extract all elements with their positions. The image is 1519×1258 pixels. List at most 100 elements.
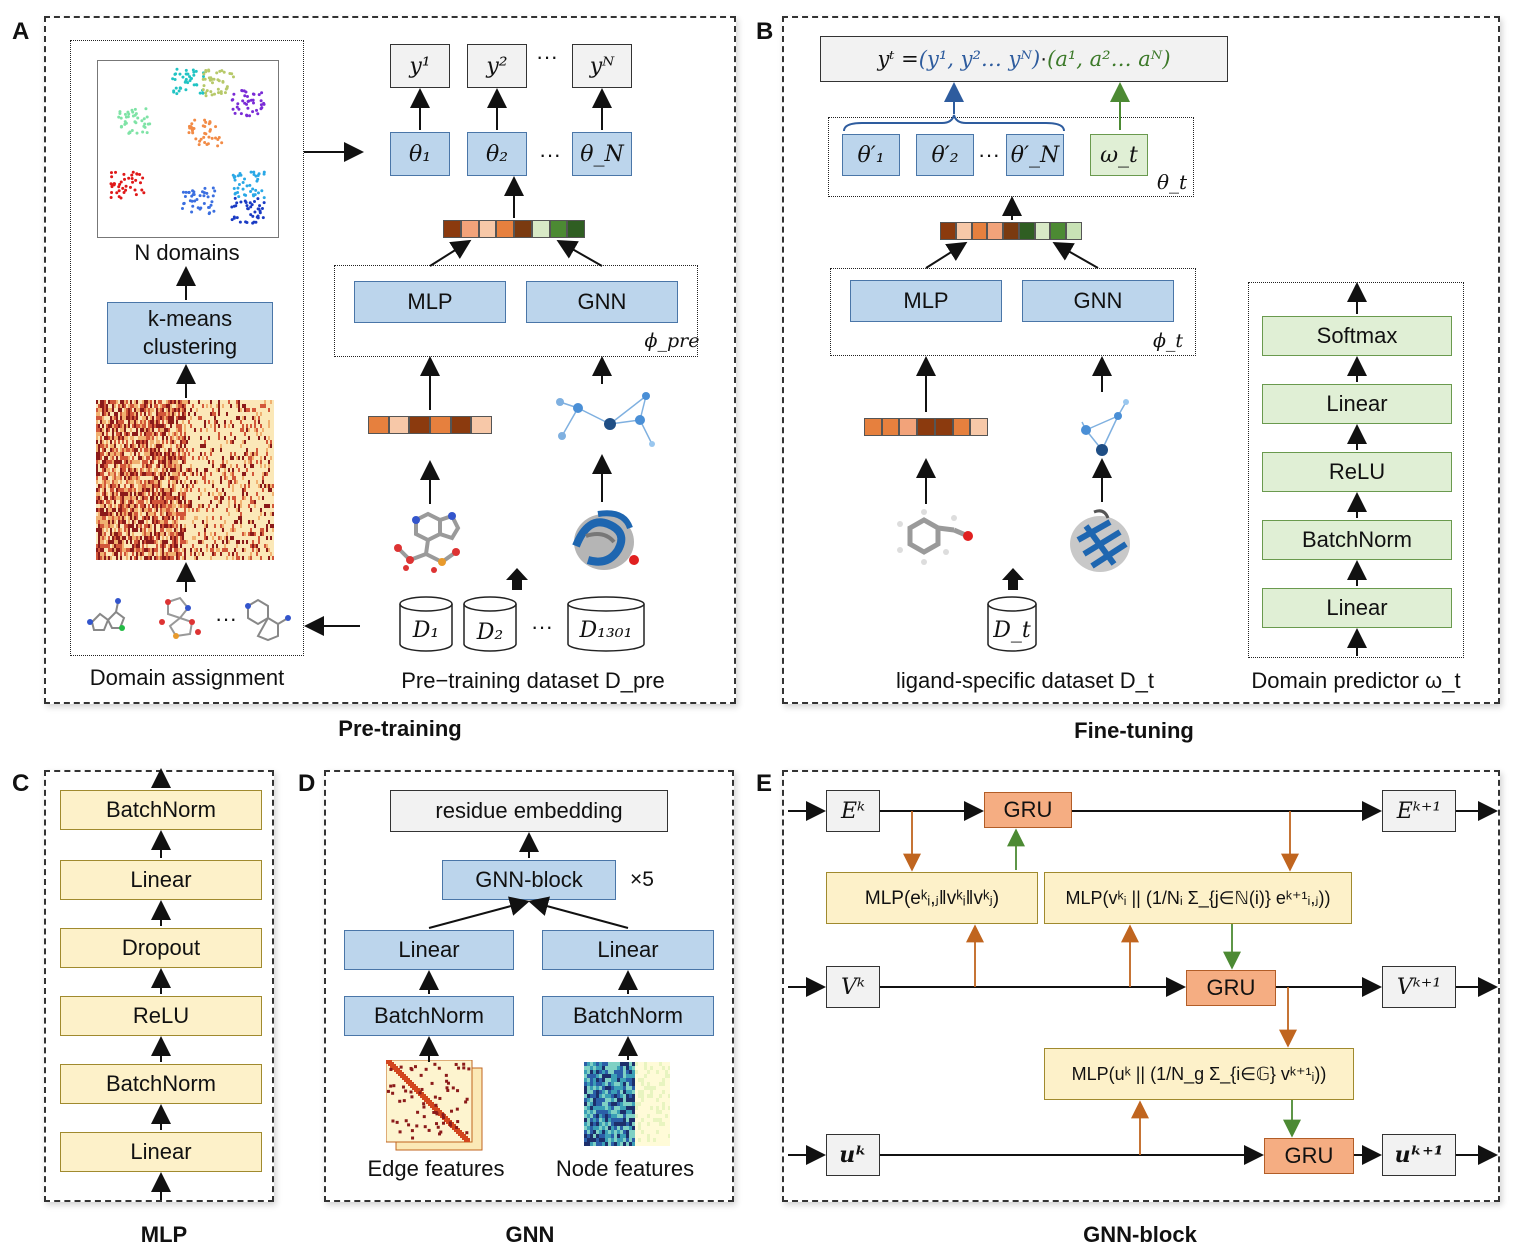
combined-embedding-a-cell xyxy=(443,220,461,238)
tsne-point xyxy=(198,207,202,211)
tsne-point xyxy=(236,102,240,106)
tsne-point xyxy=(112,183,116,187)
heatmap-cell xyxy=(214,524,216,528)
edge-map-cell xyxy=(441,1121,445,1125)
ellipsis-datasets: ··· xyxy=(531,614,553,639)
heatmap-cell xyxy=(138,484,140,488)
heatmap-cell xyxy=(152,520,154,524)
heatmap-cell xyxy=(106,408,108,412)
tsne-point xyxy=(133,120,137,124)
heatmap-cell xyxy=(136,428,138,432)
node-map-cell xyxy=(623,1122,626,1126)
heatmap-cell xyxy=(128,412,130,416)
node-map-cell xyxy=(644,1062,647,1066)
heatmap-cell xyxy=(142,456,144,460)
heatmap-cell xyxy=(162,440,164,444)
heatmap-cell xyxy=(102,428,104,432)
tsne-point xyxy=(136,116,140,120)
heatmap-cell xyxy=(142,520,144,524)
edge-map-cell xyxy=(465,1097,469,1101)
heatmap-cell xyxy=(194,552,196,556)
encoder-frame-a xyxy=(334,265,698,357)
node-map-cell xyxy=(596,1126,599,1130)
node-map-cell xyxy=(647,1142,650,1146)
node-map-cell xyxy=(596,1110,599,1114)
heatmap-cell xyxy=(152,488,154,492)
heatmap-cell xyxy=(138,476,140,480)
heatmap-cell xyxy=(184,500,186,504)
heatmap-cell xyxy=(116,464,118,468)
heatmap-cell xyxy=(170,468,172,472)
ligand-embedding-b-cell xyxy=(934,418,953,436)
node-map-cell xyxy=(626,1066,629,1070)
node-map-cell xyxy=(602,1138,605,1142)
tsne-point xyxy=(123,112,127,116)
heatmap-cell xyxy=(136,468,138,472)
heatmap-cell xyxy=(214,496,216,500)
heatmap-cell xyxy=(104,536,106,540)
heatmap-cell xyxy=(136,460,138,464)
heatmap-cell xyxy=(228,484,230,488)
node-map-cell xyxy=(653,1126,656,1130)
edge-map-cell xyxy=(410,1095,414,1099)
heatmap-cell xyxy=(120,516,122,520)
node-map-cell xyxy=(608,1134,611,1138)
predictor-layer-3: ReLU xyxy=(1262,452,1452,492)
heatmap-cell xyxy=(240,524,242,528)
mlp-layer-5: BatchNorm xyxy=(60,1064,262,1104)
node-map-cell xyxy=(653,1098,656,1102)
heatmap-cell xyxy=(128,448,130,452)
node-map-cell xyxy=(638,1070,641,1074)
heatmap-cell xyxy=(146,400,148,404)
tsne-point xyxy=(183,194,187,198)
node-map-cell xyxy=(665,1118,668,1122)
edge-map-cell xyxy=(419,1073,423,1077)
heatmap-cell xyxy=(262,476,264,480)
heatmap-cell xyxy=(116,496,118,500)
caption-finetuning: Fine-tuning xyxy=(1074,718,1194,743)
heatmap-cell xyxy=(98,444,100,448)
heatmap-cell xyxy=(272,524,274,528)
heatmap-cell xyxy=(136,556,138,560)
heatmap-cell xyxy=(130,540,132,544)
heatmap-cell xyxy=(222,524,224,528)
heatmap-cell xyxy=(212,492,214,496)
heatmap-cell xyxy=(240,484,242,488)
heatmap-cell xyxy=(96,464,98,468)
tsne-point xyxy=(241,187,245,191)
heatmap-cell xyxy=(102,464,104,468)
heatmap-cell xyxy=(156,408,158,412)
tsne-point xyxy=(203,186,207,190)
heatmap-cell xyxy=(178,532,180,536)
heatmap-cell xyxy=(222,540,224,544)
node-map-cell xyxy=(647,1086,650,1090)
heatmap-cell xyxy=(126,412,128,416)
heatmap-cell xyxy=(110,448,112,452)
protein-structure-a xyxy=(568,506,642,576)
heatmap-cell xyxy=(152,500,154,504)
node-map-cell xyxy=(635,1090,638,1094)
node-map-cell xyxy=(653,1062,656,1066)
heatmap-cell xyxy=(156,488,158,492)
tsne-point xyxy=(130,176,134,180)
node-map-cell xyxy=(665,1106,668,1110)
node-map-cell xyxy=(632,1078,635,1082)
node-map-cell xyxy=(584,1090,587,1094)
heatmap-cell xyxy=(180,440,182,444)
tsne-point xyxy=(194,137,198,141)
tsne-point xyxy=(177,89,181,93)
heatmap-cell xyxy=(180,536,182,540)
heatmap-cell xyxy=(162,424,164,428)
heatmap-cell xyxy=(180,400,182,404)
heatmap-cell xyxy=(268,504,270,508)
node-map-cell xyxy=(659,1118,662,1122)
heatmap-cell xyxy=(154,516,156,520)
node-map-cell xyxy=(611,1086,614,1090)
heatmap-cell xyxy=(144,440,146,444)
output-y2: y² xyxy=(467,44,527,88)
heatmap-cell xyxy=(168,552,170,556)
node-map-cell xyxy=(629,1078,632,1082)
heatmap-cell xyxy=(204,488,206,492)
heatmap-cell xyxy=(182,440,184,444)
node-map-cell xyxy=(656,1078,659,1082)
